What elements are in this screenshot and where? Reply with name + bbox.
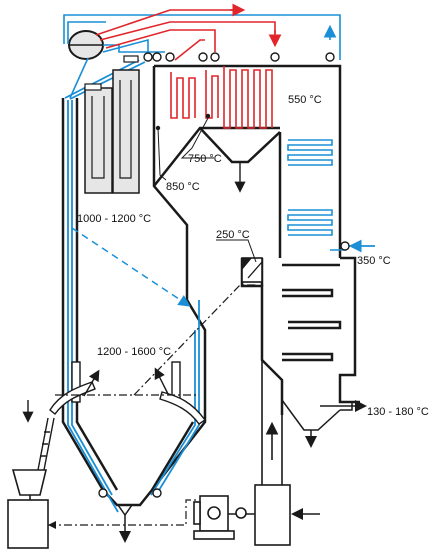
label-flue-exit: 130 - 180 °C [367,406,429,418]
furnace-water-tubes [64,59,200,513]
air-heater-baffles [282,288,342,362]
air-heater-inlet-diag [247,261,263,279]
flue-duct [261,360,283,495]
label-furnace-top: 1000 - 1200 °C [77,213,151,225]
screen-header-left [84,83,102,91]
flue-exit-arrow-group [320,400,367,412]
burner-flame-left [83,369,100,397]
label-economizer-feed: 350 °C [357,255,391,267]
leader-dot-screen [155,125,161,131]
label-leaders [157,117,257,263]
leader-dot-convective [205,113,211,119]
air-heater-inlet-marker [242,258,252,270]
economizer-coils [287,139,333,236]
bottom-header-right [152,488,162,498]
furnace-wall [61,66,207,507]
burner-flame-right [154,367,169,395]
superheater-tubes [170,66,273,129]
steam-piping [95,9,276,61]
screen-header-right [123,55,139,63]
furnace-screen-panels [84,69,140,194]
fuel-feed-arrowhead [48,521,56,529]
label-superheat-outlet: 550 °C [288,94,322,106]
coal-bunker [7,469,49,549]
burner-left [49,361,96,416]
label-convective-zone: 750 °C [188,153,222,165]
economizer-hopper [281,399,341,448]
screen-tube-lines [91,80,132,179]
header-connectors [143,52,350,251]
ash-outlet [117,504,133,543]
fan-assembly [193,484,291,546]
label-economizer-inlet: 250 °C [216,229,250,241]
flue-gas-flow-arrow [71,227,191,307]
label-screen-zone: 850 °C [166,181,200,193]
bottom-header-left [98,488,108,498]
burner-right [159,361,206,425]
coal-conveyor [37,417,55,471]
label-furnace-mid: 1200 - 1600 °C [97,346,171,358]
